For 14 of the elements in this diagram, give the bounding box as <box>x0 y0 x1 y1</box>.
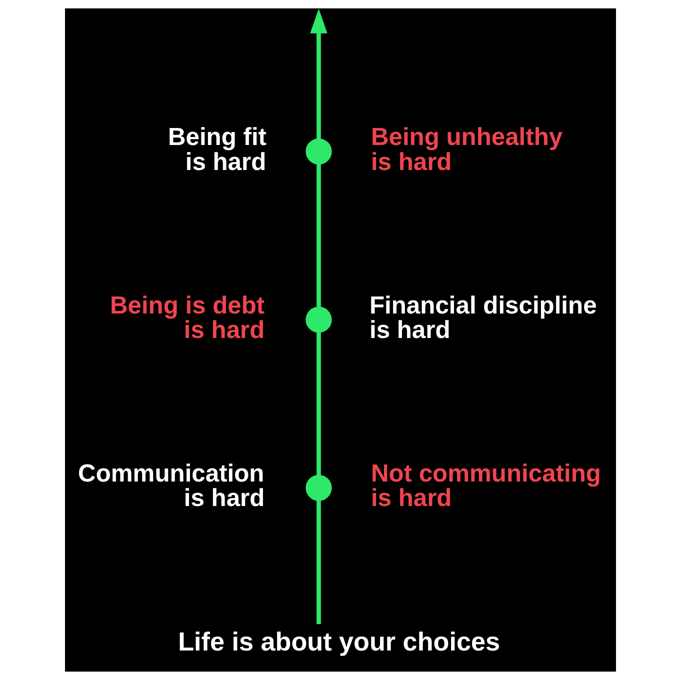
node-label: Communication is hard <box>78 460 264 512</box>
arrow <box>310 8 327 140</box>
node-circle <box>305 474 332 501</box>
connector <box>316 332 320 476</box>
connector <box>316 500 320 624</box>
node-label: Financial discipline is hard <box>369 292 596 344</box>
node-circle <box>305 306 332 333</box>
label: Being unhealthy is hard <box>370 124 562 176</box>
node-label: Being fit is hard <box>167 124 266 176</box>
node-circle <box>305 138 332 165</box>
label: Being is debt is hard <box>109 292 264 344</box>
caption: Life is about your choices <box>178 626 500 656</box>
connector <box>316 164 320 307</box>
label: Not communicating is hard <box>370 460 600 512</box>
